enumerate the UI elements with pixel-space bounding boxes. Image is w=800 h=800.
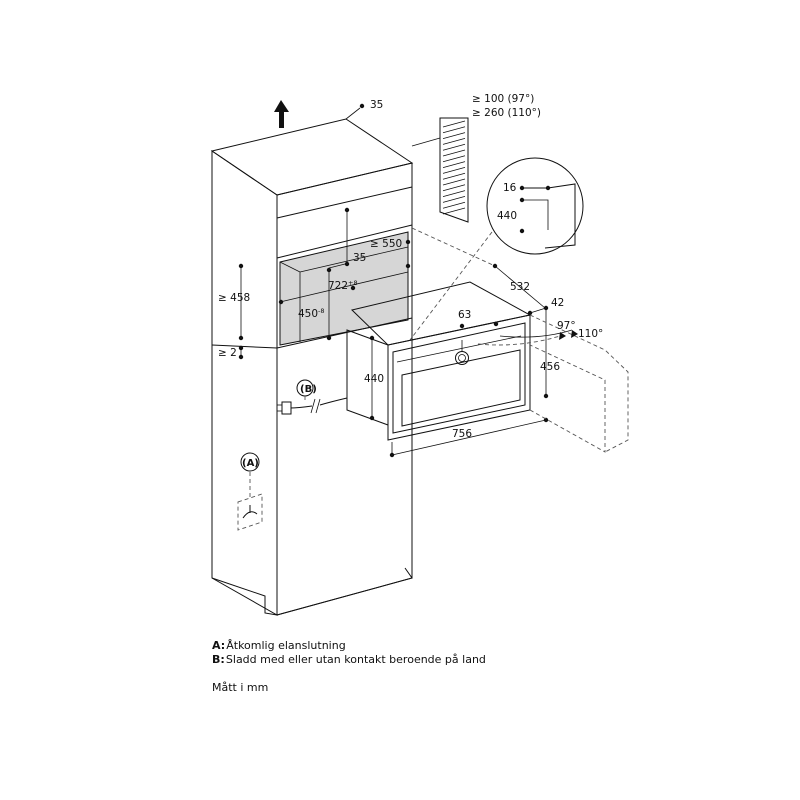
oven-window [401, 349, 521, 427]
plug-icon [277, 401, 292, 415]
oven-niche [279, 231, 409, 346]
label-detail-440: 440 [497, 210, 517, 222]
cabinet-side [211, 150, 278, 616]
grille-slat [442, 132, 466, 139]
label-gap-2: ≥ 2 [218, 347, 237, 359]
oven-front [387, 314, 531, 441]
label-width-756: 756 [452, 428, 472, 440]
label-gap-550: ≥ 550 [370, 238, 402, 250]
grille-slat [442, 138, 466, 145]
grille-slat [442, 126, 466, 134]
grille-slat [442, 149, 466, 157]
label-width-722: 722+8 [328, 279, 358, 292]
grille-slat [442, 196, 466, 203]
door-open-dashed: 97° 110° [477, 314, 629, 453]
grille-slat [442, 161, 466, 168]
cabinet-top [210, 118, 414, 196]
grille-slat [442, 207, 466, 215]
oven-knob [455, 351, 469, 365]
label-detail-16: 16 [503, 182, 517, 194]
label-42: 42 [551, 297, 564, 309]
tall-cabinet [210, 118, 414, 616]
side-dimensions: ≥ 458 ≥ 2 [218, 263, 250, 360]
label-height-450: 450-8 [298, 307, 325, 320]
grille-slat [442, 190, 466, 197]
grille-slat [442, 178, 466, 186]
grille-slat [442, 201, 466, 209]
legend: A: Åtkomlig elanslutning B: Sladd med el… [212, 639, 486, 666]
grille-slat [442, 120, 466, 128]
label-63: 63 [458, 309, 471, 321]
label-gap-35: 35 [353, 252, 366, 264]
label-height-440: 440 [364, 373, 384, 385]
grille-slat [442, 155, 466, 163]
socket-callout: (A) [237, 452, 263, 531]
arrow-35-dimension: 35 [345, 99, 383, 120]
label-vent-97: ≥ 100 (97°) [472, 93, 534, 105]
grille-slat [442, 167, 466, 174]
power-cable: (B) [277, 379, 348, 415]
callout-b: (B) [300, 384, 317, 395]
label-angle-110: 110° [578, 328, 603, 340]
grille-slat [442, 172, 466, 180]
socket-icon [237, 493, 263, 531]
label-depth-532: 532 [510, 281, 530, 293]
label-height-456: 456 [540, 361, 560, 373]
oven-dimensions: 532 42 456 440 756 [364, 227, 564, 458]
label-angle-97: 97° [557, 320, 576, 332]
up-arrow-icon [274, 100, 289, 128]
legend-item-b: B: Sladd med eller utan kontakt beroende… [212, 652, 486, 666]
grille-slat [442, 184, 466, 192]
label-vent-110: ≥ 260 (110°) [472, 107, 541, 119]
label-height-458: ≥ 458 [218, 292, 250, 304]
label-35-top: 35 [370, 99, 383, 111]
units-note: Mått i mm [212, 681, 269, 694]
legend-item-a: A: Åtkomlig elanslutning [212, 639, 346, 652]
callout-a: (A) [242, 458, 259, 469]
ventilation-grille: ≥ 100 (97°) ≥ 260 (110°) [411, 93, 541, 223]
detail-circle: 16 440 [409, 157, 584, 341]
grille-slat [442, 143, 466, 151]
niche-dimensions: ≥ 550 35 722+8 450-8 [278, 207, 411, 341]
